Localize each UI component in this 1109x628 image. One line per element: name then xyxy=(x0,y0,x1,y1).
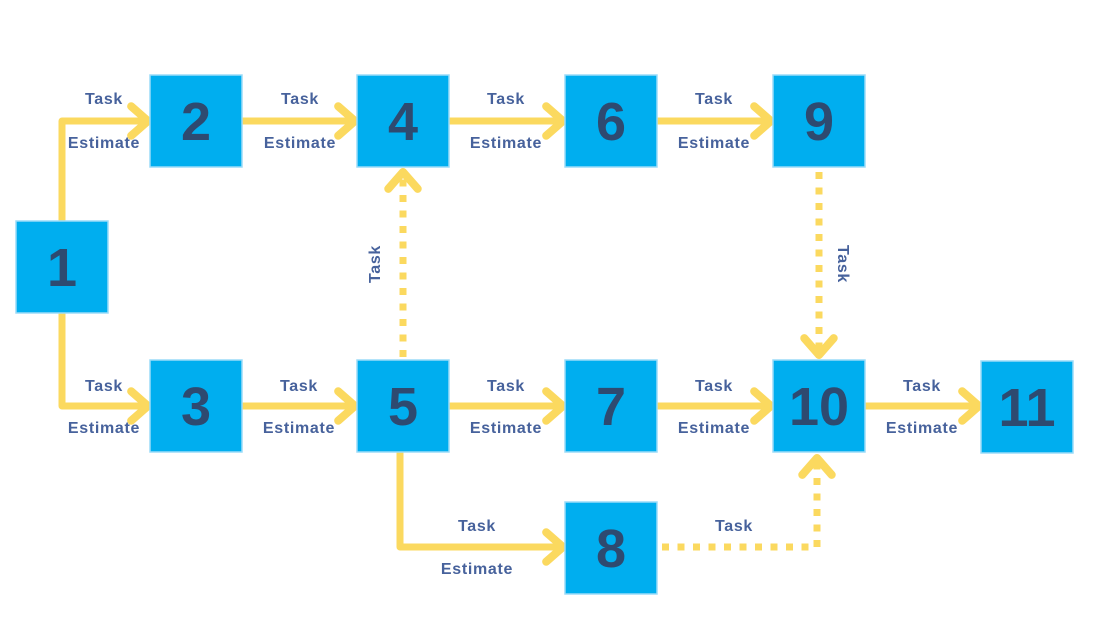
edge-8-10-task-label: Task xyxy=(715,518,753,535)
edge-1-2-connector xyxy=(58,102,153,225)
node-9-box xyxy=(772,74,866,168)
edge-5-8-connector xyxy=(396,448,568,566)
node-2: 2 xyxy=(149,74,243,168)
edge-1-3-estimate-label: Estimate xyxy=(68,420,140,437)
node-10-label: 10 xyxy=(789,377,849,437)
node-11: 11 xyxy=(980,360,1074,454)
edge-8-10-dotted-connector xyxy=(662,453,836,551)
node-3: 3 xyxy=(149,359,243,453)
node-1-label: 1 xyxy=(47,238,77,298)
node-3-box xyxy=(149,359,243,453)
node-7-label: 7 xyxy=(596,377,626,437)
node-5: 5 xyxy=(356,359,450,453)
node-layer: 1 2 3 4 5 6 7 xyxy=(15,74,1074,595)
edge-6-9-task-label: Task xyxy=(695,91,733,108)
edge-4-6-estimate-label: Estimate xyxy=(470,135,542,152)
node-7-box xyxy=(564,359,658,453)
edge-5-8-estimate-label: Estimate xyxy=(441,561,513,578)
edge-layer xyxy=(58,102,984,566)
node-2-box xyxy=(149,74,243,168)
node-11-box xyxy=(980,360,1074,454)
edge-label-layer: Task Estimate Task Estimate Task Estimat… xyxy=(68,91,958,578)
edge-3-5-estimate-label: Estimate xyxy=(263,420,335,437)
edge-10-11-task-label: Task xyxy=(903,378,941,395)
edge-5-7-task-label: Task xyxy=(487,378,525,395)
node-7: 7 xyxy=(564,359,658,453)
node-8-box xyxy=(564,501,658,595)
node-4-label: 4 xyxy=(388,92,418,152)
node-8-label: 8 xyxy=(596,519,626,579)
edge-2-4-task-label: Task xyxy=(281,91,319,108)
node-1: 1 xyxy=(15,220,109,314)
node-10: 10 xyxy=(772,359,866,453)
edge-2-4-estimate-label: Estimate xyxy=(264,135,336,152)
edge-5-4-task-label: Task xyxy=(367,245,384,283)
edge-9-10-task-label: Task xyxy=(834,245,851,283)
node-6-box xyxy=(564,74,658,168)
edge-6-9-estimate-label: Estimate xyxy=(678,135,750,152)
edge-5-7-estimate-label: Estimate xyxy=(470,420,542,437)
node-6-label: 6 xyxy=(596,92,626,152)
edge-1-3-connector xyxy=(58,309,153,425)
node-11-label: 11 xyxy=(998,378,1055,438)
node-9-label: 9 xyxy=(804,92,834,152)
node-1-box xyxy=(15,220,109,314)
node-5-label: 5 xyxy=(388,377,418,437)
edge-7-10-task-label: Task xyxy=(695,378,733,395)
node-5-box xyxy=(356,359,450,453)
edge-3-5-task-label: Task xyxy=(280,378,318,395)
node-10-box xyxy=(772,359,866,453)
node-4: 4 xyxy=(356,74,450,168)
edge-7-10-estimate-label: Estimate xyxy=(678,420,750,437)
node-2-label: 2 xyxy=(181,92,211,152)
node-8: 8 xyxy=(564,501,658,595)
edge-1-2-estimate-label: Estimate xyxy=(68,135,140,152)
node-6: 6 xyxy=(564,74,658,168)
edge-1-3-task-label: Task xyxy=(85,378,123,395)
edge-10-11-estimate-label: Estimate xyxy=(886,420,958,437)
edge-5-8-task-label: Task xyxy=(458,518,496,535)
node-3-label: 3 xyxy=(181,377,211,437)
edge-4-6-task-label: Task xyxy=(487,91,525,108)
node-4-box xyxy=(356,74,450,168)
edge-1-2-task-label: Task xyxy=(85,91,123,108)
node-9: 9 xyxy=(772,74,866,168)
